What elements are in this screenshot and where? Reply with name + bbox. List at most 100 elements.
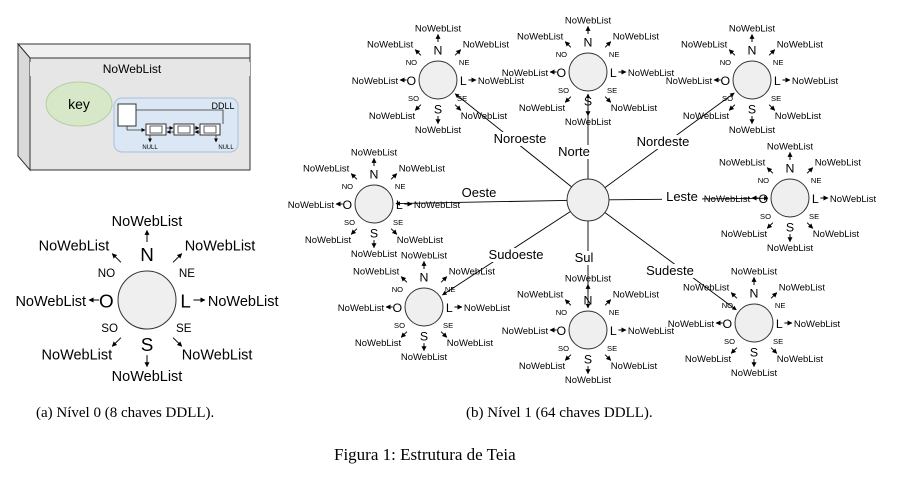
level1-sudoeste-dir-ne: NE [445,285,456,294]
level1-sul-list-o: NoWebList [502,326,549,337]
level1-norte-dir-se: SE [607,86,617,95]
level1-sudeste-list-so: NoWebList [685,354,732,365]
level1-leste-list-l: NoWebList [830,194,877,205]
level1-noroeste-dir-l: L [460,74,467,88]
level1-noroeste-list-no: NoWebList [367,40,414,51]
level1-sudeste-list-s: NoWebList [731,368,778,379]
level1-sudeste-dir-l: L [776,317,783,331]
level1-norte-arrow-se [604,96,612,103]
level1-oeste-list-ne: NoWebList [399,164,446,175]
legend-key-ellipse [45,81,113,127]
level0-node-circle [117,270,177,330]
level1-sudoeste-dir-n: N [420,270,429,284]
level1-sudeste-arrow-so [730,347,738,354]
level1-sul-node-circle [568,310,608,350]
level1-oeste-list-s: NoWebList [351,249,398,260]
hub-link-oeste [395,199,568,206]
legend-null-right: NULL [218,145,234,151]
level1-noroeste-list-o: NoWebList [352,76,399,87]
level1-noroeste-dir-o: O [407,74,417,88]
level1-sul-dir-o: O [557,324,567,338]
level1-nordeste-arrow-se [768,104,776,111]
figure-caption: Figura 1: Estrutura de Teia [334,445,516,464]
level1-nordeste-dir-s: S [748,102,756,116]
level1-norte-list-s: NoWebList [565,117,612,128]
level1-oeste-list-no: NoWebList [303,164,350,175]
level1-nordeste-dir-se: SE [771,94,781,103]
level1-norte-list-n: NoWebList [565,16,612,27]
level1-oeste-list-so: NoWebList [305,235,352,246]
level0-dir-se: SE [176,322,192,335]
legend-title: NoWebList [103,62,162,76]
level1-sudeste-list-se: NoWebList [777,354,824,365]
level1-leste-arrow-no [766,167,774,174]
level1-sudoeste-list-l: NoWebList [464,303,511,314]
level1-leste-arrow-ne [806,167,814,174]
level1-oeste-arrow-no [350,173,358,180]
level1-leste-dir-o: O [759,192,769,206]
level1-sul-list-s: NoWebList [565,375,612,386]
level1-sudeste-list-no: NoWebList [683,283,730,294]
level0-arrow-no [111,253,122,263]
level1-noroeste-arrow-so [414,104,422,111]
level1-oeste-dir-so: SO [344,218,355,227]
level1-sudeste-dir-n: N [750,286,759,300]
hub-label-bg-noroeste [489,132,551,146]
level1-leste-list-ne: NoWebList [815,158,862,169]
level1-sul-list-so: NoWebList [519,361,566,372]
level1-leste-arrow-se [806,222,814,229]
level1-sul-dir-ne: NE [609,308,620,317]
level1-sul-list-l: NoWebList [628,326,675,337]
legend-key-label: key [68,96,90,112]
level1-sul-list-n: NoWebList [565,274,612,285]
hub-label-sudoeste: Sudoeste [489,247,544,262]
level1-norte-dir-s: S [584,94,592,108]
level1-sudoeste-arrow-so [400,331,408,338]
level1-leste-dir-se: SE [809,212,819,221]
level1-oeste-dir-n: N [370,167,379,181]
level1-leste-list-so: NoWebList [721,229,768,240]
level1-leste-dir-n: N [786,161,795,175]
level1-oeste-list-l: NoWebList [414,200,461,211]
level0-dir-n: N [140,244,154,265]
level1-noroeste-list-l: NoWebList [478,76,525,87]
level1-norte-list-no: NoWebList [517,32,564,43]
level1-oeste-arrow-so [350,228,358,235]
level1-sul-list-se: NoWebList [611,361,658,372]
level1-nordeste-node-circle [732,60,772,100]
level1-sudoeste-dir-l: L [446,301,453,315]
level1-sudeste-dir-s: S [750,345,758,359]
level1-sul-list-no: NoWebList [517,290,564,301]
hub-label-norte: Norte [558,144,590,159]
level1-nordeste-list-no: NoWebList [681,40,728,51]
level1-nordeste-list-ne: NoWebList [777,40,824,51]
level1-leste-list-se: NoWebList [813,229,860,240]
hub-label-bg-sul [571,251,597,265]
level1-oeste-list-o: NoWebList [288,200,335,211]
level1-sudeste-arrow-se [770,347,778,354]
legend-ddll-head [117,103,137,127]
level1-sul-arrow-no [564,299,572,306]
level0-list-ne: NoWebList [185,239,256,255]
hub-label-leste: Leste [666,189,698,204]
level1-sul-list-ne: NoWebList [613,290,660,301]
level1-oeste-dir-se: SE [393,218,403,227]
level1-sudoeste-list-s: NoWebList [401,352,448,363]
level1-sul-arrow-so [564,354,572,361]
level1-noroeste-dir-s: S [434,102,442,116]
level1-sudoeste-dir-s: S [420,329,428,343]
level1-norte-dir-o: O [557,66,567,80]
level1-sul-dir-n: N [584,293,593,307]
level1-noroeste-arrow-no [414,49,422,56]
hub-label-noroeste: Noroeste [494,131,547,146]
level1-noroeste-dir-se: SE [457,94,467,103]
level0-dir-so: SO [101,322,118,335]
level1-noroeste-list-s: NoWebList [415,125,462,136]
level0-dir-ne: NE [179,267,195,280]
